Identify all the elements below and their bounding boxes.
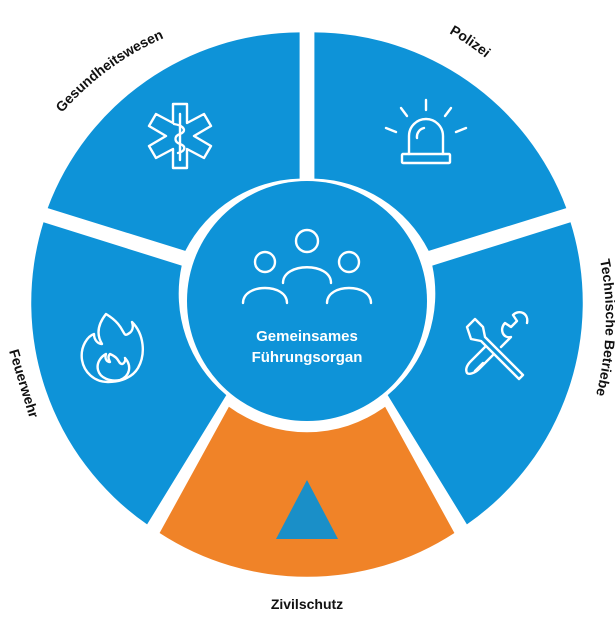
center-circle <box>187 181 427 421</box>
segment-polizei[interactable] <box>314 32 567 251</box>
star-of-life-icon <box>147 102 213 170</box>
label-zivilschutz: Zivilschutz <box>271 596 343 612</box>
tools-icon <box>465 311 529 381</box>
triangle-icon <box>276 480 338 539</box>
siren-icon <box>384 98 468 165</box>
center-label-line2: Führungsorgan <box>252 349 363 366</box>
label-feuerwehr: Feuerwehr <box>6 347 42 420</box>
label-technische-betriebe: Technische Betriebe <box>593 258 615 399</box>
segment-gesundheitswesen[interactable] <box>47 32 300 251</box>
center-label-line1: Gemeinsames <box>256 328 358 345</box>
people-group-icon <box>241 228 373 305</box>
flame-icon <box>80 312 144 384</box>
label-polizei: Polizei <box>447 22 493 61</box>
segment-technische-betriebe[interactable] <box>387 222 583 525</box>
